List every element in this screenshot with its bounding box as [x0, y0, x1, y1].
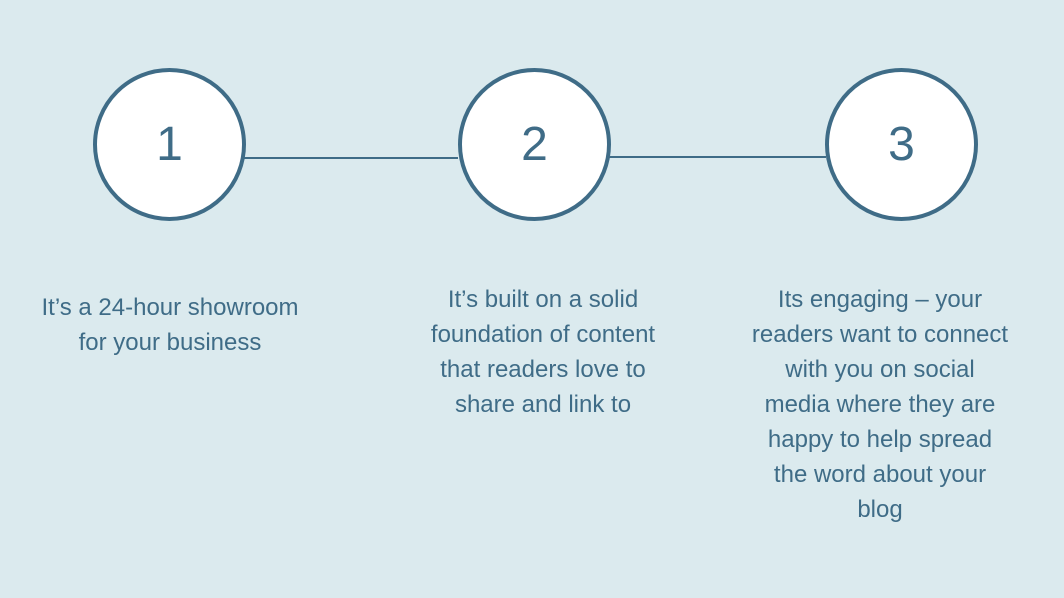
step-2-line: share and link to	[454, 391, 632, 418]
step-1-circle: 1	[93, 68, 246, 221]
step-1-line: for your business	[78, 329, 262, 356]
step-2-description: It’s built on a solid foundation of cont…	[398, 282, 688, 422]
step-3-line: Its engaging – your	[777, 286, 983, 313]
step-3-line: media where they are	[764, 391, 996, 418]
step-3-line: the word about your	[773, 461, 987, 488]
step-3-line: readers want to connect	[751, 321, 1009, 348]
step-1-number: 1	[156, 117, 183, 171]
step-3-circle: 3	[825, 68, 978, 221]
step-2-line: foundation of content	[430, 321, 656, 348]
connector-line-2-3	[608, 156, 826, 158]
step-2-line: that readers love to	[440, 356, 646, 383]
step-2-line: It’s built on a solid	[447, 286, 639, 313]
step-3-number: 3	[888, 117, 915, 171]
step-3-description: Its engaging – your readers want to conn…	[735, 282, 1025, 527]
step-2-number: 2	[521, 117, 548, 171]
step-1-line: It’s a 24-hour showroom	[41, 294, 299, 321]
step-3-line: blog	[857, 496, 903, 523]
step-1-description: It’s a 24-hour showroom for your busines…	[20, 290, 320, 360]
step-3-line: happy to help spread	[767, 426, 993, 453]
connector-line-1-2	[244, 157, 458, 159]
step-2-circle: 2	[458, 68, 611, 221]
step-3-line: with you on social	[785, 356, 975, 383]
